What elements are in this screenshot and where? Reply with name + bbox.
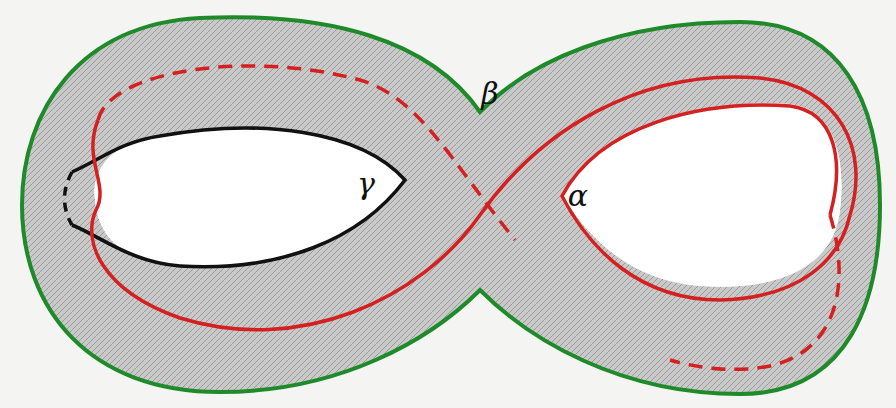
curve-label-beta: β xyxy=(481,79,498,109)
alpha-curve-hidden xyxy=(98,66,515,240)
curve-label-alpha: α xyxy=(568,181,588,211)
alpha-curve xyxy=(92,77,856,330)
gamma-curve xyxy=(72,128,405,267)
hole-right xyxy=(562,103,842,287)
gamma-curve-hidden xyxy=(65,172,73,225)
alpha-curve-loop xyxy=(562,105,850,300)
beta-boundary xyxy=(22,17,880,394)
alpha-curve-hidden-right xyxy=(670,215,839,369)
genus-two-surface xyxy=(22,17,880,394)
curve-label-gamma: γ xyxy=(357,169,375,199)
